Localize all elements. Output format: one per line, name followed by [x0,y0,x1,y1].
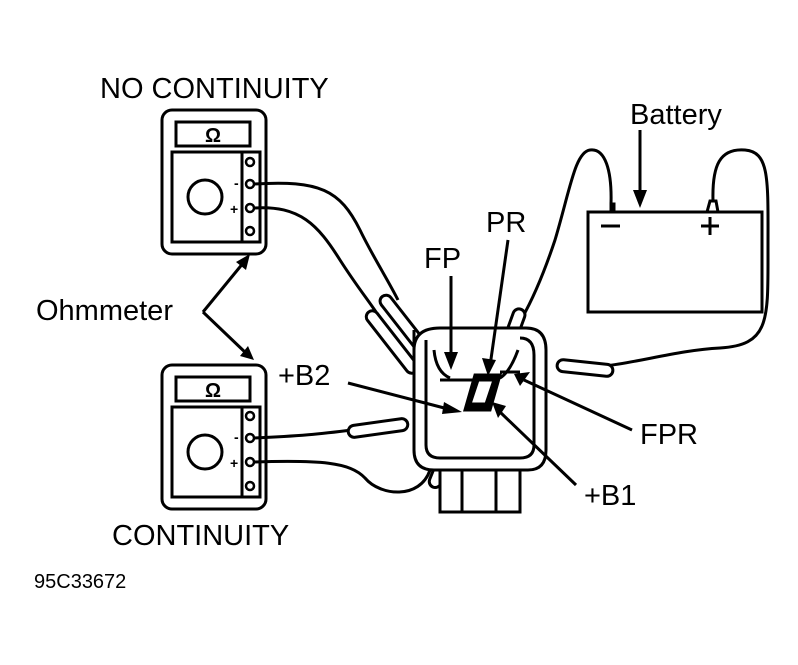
ohmmeter-pointer-arrows [201,261,250,357]
neg-terminal-jack [244,432,256,444]
battery-label: Battery [630,99,722,131]
battery-neg-post [609,202,616,212]
meter-display [174,375,252,403]
neg-sign: - [234,175,239,191]
terminal-jack [244,480,256,492]
lead-bottom-pos [253,459,432,494]
meter-display [174,120,252,148]
pos-terminal-jack [244,456,256,468]
battery-arrowhead [633,190,647,208]
lead-battery-neg [520,148,613,319]
bottom-ohmmeter: Ω - + [160,363,268,511]
terminal-jack [244,410,256,422]
b2-pointer [347,381,453,412]
terminal-jack [244,225,256,237]
b1-pointer [498,410,578,487]
test-leads [253,148,770,494]
relay-connector [412,326,548,514]
no-continuity-label: NO CONTINUITY [100,73,329,105]
lead-battery-pos [604,148,770,368]
figure-id: 95C33672 [34,571,126,593]
pr-label: PR [486,207,526,239]
fpr-pointer [523,378,633,432]
fp-label: FP [424,243,461,275]
lead-top-pos [253,206,378,313]
pos-sign: + [230,455,238,471]
probe-bottom-neg [346,417,410,439]
terminal-arrowheads [442,352,530,418]
lead-bottom-neg [253,428,353,440]
b1-label: +B1 [584,480,636,512]
ohm-symbol-icon: Ω [205,380,221,402]
pos-terminal-jack [244,202,256,214]
b2-label: +B2 [278,360,330,392]
battery-pos-post [705,199,720,213]
meter-dial [186,178,224,216]
arrowhead-bottom-meter [240,346,254,360]
arrowhead-top-meter [236,254,250,270]
top-ohmmeter: Ω - + [160,108,268,256]
ohm-symbol-icon: Ω [205,125,221,147]
probe-battery-pos [555,358,615,378]
pos-sign: + [230,201,238,217]
terminal-pointers [347,239,633,487]
connector-plug [438,468,522,514]
pr-pointer [488,239,510,367]
neg-terminal-jack [244,178,256,190]
terminal-jack [244,156,256,168]
meter-dial [186,433,224,471]
neg-sign: - [234,429,239,445]
battery [586,199,764,314]
ohmmeter-label: Ohmmeter [36,295,173,327]
fpr-label: FPR [640,419,698,451]
lead-top-neg [253,181,400,301]
continuity-label: CONTINUITY [112,520,289,552]
